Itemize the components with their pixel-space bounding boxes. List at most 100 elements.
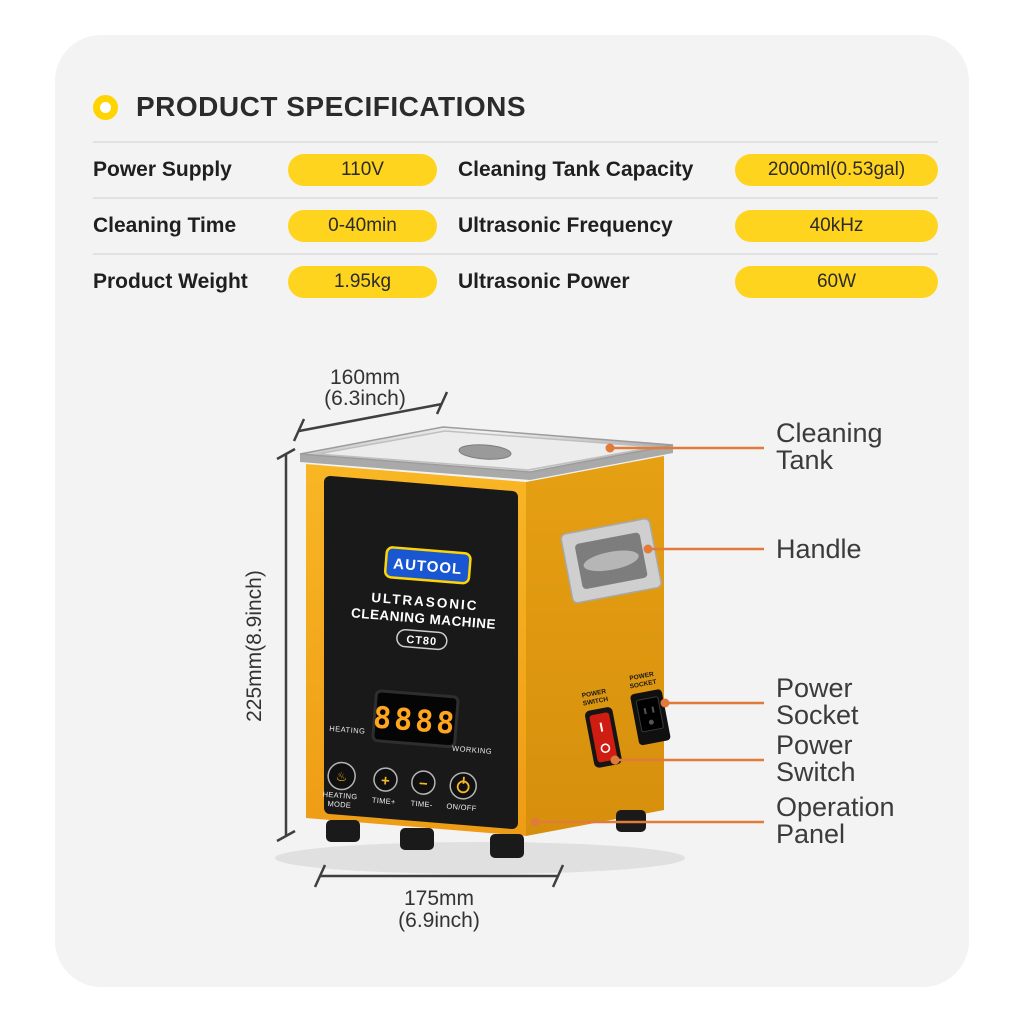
- knob-ring[interactable]: [411, 770, 436, 795]
- dimension-width-inch: (6.9inch): [398, 909, 480, 932]
- machine-shadow: [275, 842, 685, 874]
- callout-power-socket: Power Socket: [660, 673, 859, 730]
- power-icon-bar: [462, 776, 465, 784]
- handle[interactable]: [560, 518, 662, 604]
- switch-rocker[interactable]: [589, 712, 618, 763]
- socket-slot: [651, 706, 655, 713]
- page-title: PRODUCT SPECIFICATIONS: [136, 91, 527, 122]
- callout-operation-panel: Operation Panel: [530, 792, 895, 849]
- spec-label-power: Ultrasonic Power: [458, 270, 630, 293]
- spec-row: Product Weight 1.95kg Ultrasonic Power 6…: [93, 253, 938, 309]
- spec-label-cleaning-time: Cleaning Time: [93, 214, 237, 237]
- spec-value-frequency: 40kHz: [735, 210, 938, 242]
- socket-slot: [643, 707, 647, 715]
- knob-label: MODE: [327, 799, 351, 810]
- knob-ring[interactable]: [449, 772, 477, 800]
- dimension-height-value: 225mm(8.9inch): [243, 570, 266, 722]
- cleaning-tank-lid: [299, 426, 674, 480]
- knob-time-plus[interactable]: + TIME+: [372, 767, 399, 806]
- power-switch[interactable]: [584, 706, 622, 768]
- spec-label-tank-capacity: Cleaning Tank Capacity: [458, 158, 694, 181]
- indicator-heating: HEATING: [329, 724, 366, 736]
- machine-side-face: [526, 456, 664, 836]
- spec-row: Cleaning Time 0-40min Ultrasonic Frequen…: [93, 197, 938, 253]
- callout-power-socket-label2: Socket: [776, 700, 859, 730]
- dimension-tick: [435, 391, 449, 415]
- callout-cleaning-tank: Cleaning Tank: [605, 418, 883, 475]
- indicator-working: WORKING: [452, 744, 493, 756]
- knob-time-minus[interactable]: − TIME-: [410, 770, 436, 809]
- dimension-width: 175mm (6.9inch): [313, 864, 565, 932]
- model-text: CT80: [406, 634, 438, 648]
- foot: [400, 828, 434, 850]
- callout-operation-panel-label1: Operation: [776, 792, 895, 822]
- heating-mode-icon: ♨: [335, 769, 348, 785]
- callout-handle-label: Handle: [776, 534, 862, 564]
- side-switch-label1: POWER: [581, 688, 607, 700]
- model-pill: [396, 628, 448, 651]
- socket-well[interactable]: [635, 696, 664, 733]
- spec-label-frequency: Ultrasonic Frequency: [458, 214, 673, 237]
- callout-power-socket-label1: Power: [776, 673, 853, 703]
- callout-cleaning-tank-label1: Cleaning: [776, 418, 883, 448]
- dimension-height: 225mm(8.9inch): [243, 447, 296, 843]
- side-socket-label2: SOCKET: [629, 679, 657, 691]
- spec-value-cleaning-time: 0-40min: [288, 210, 437, 242]
- spec-value-weight: 1.95kg: [288, 266, 437, 298]
- dimension-tick: [313, 864, 327, 888]
- side-socket-label1: POWER: [629, 671, 655, 683]
- brand-badge: [383, 546, 472, 585]
- foot: [490, 834, 524, 858]
- dimension-depth: 160mm (6.3inch): [292, 366, 449, 442]
- switch-off-mark: [600, 743, 611, 754]
- handle-highlight: [583, 550, 639, 572]
- foot: [326, 820, 360, 842]
- callout-power-switch: Power Switch: [610, 730, 856, 787]
- callout-power-switch-label2: Switch: [776, 757, 856, 787]
- knob-on-off[interactable]: ON/OFF: [446, 772, 479, 813]
- callout-power-switch-label1: Power: [776, 730, 853, 760]
- lid-finger-hole: [458, 444, 512, 460]
- knob-ring[interactable]: [327, 761, 356, 791]
- dimension-tick: [292, 418, 306, 442]
- knob-heating-mode[interactable]: ♨ HEATING MODE: [322, 761, 361, 810]
- spec-value-power: 60W: [735, 266, 938, 298]
- callout-cleaning-tank-label2: Tank: [776, 445, 834, 475]
- dimension-depth-value: 160mm: [330, 366, 400, 389]
- spec-value-tank-capacity: 2000ml(0.53gal): [735, 154, 938, 186]
- dimension-line: [298, 402, 443, 433]
- plus-icon: +: [380, 772, 390, 790]
- side-switch-label2: SWITCH: [582, 696, 609, 708]
- spec-label-weight: Product Weight: [93, 270, 248, 293]
- knob-label: TIME-: [410, 799, 433, 810]
- socket-hole: [648, 719, 654, 725]
- power-area: POWER SWITCH POWER SOCKET: [581, 671, 671, 768]
- machine-illustration: AUTOOL ULTRASONIC CLEANING MACHINE CT80 …: [299, 426, 674, 858]
- knob-label: ON/OFF: [446, 802, 477, 813]
- spec-table: Power Supply 110V Cleaning Tank Capacity…: [93, 141, 938, 309]
- dimension-tick: [276, 829, 296, 843]
- callout-operation-panel-label2: Panel: [776, 819, 845, 849]
- dimension-width-value: 175mm: [404, 887, 474, 910]
- knob-ring[interactable]: [373, 767, 398, 792]
- spec-label-power-supply: Power Supply: [93, 158, 232, 181]
- tank-rim-lip: [300, 445, 673, 480]
- display-digits: 8888: [372, 700, 459, 742]
- brand-text: AUTOOL: [393, 556, 463, 578]
- spec-value-power-supply: 110V: [288, 154, 437, 186]
- power-socket[interactable]: [630, 689, 671, 746]
- digital-display: [371, 689, 460, 749]
- knob-label: TIME+: [372, 796, 397, 807]
- spec-row: Power Supply 110V Cleaning Tank Capacity…: [93, 143, 938, 197]
- header: PRODUCT SPECIFICATIONS: [55, 35, 969, 141]
- switch-on-mark: [599, 722, 604, 732]
- bullet-icon: [93, 94, 118, 120]
- dimension-depth-inch: (6.3inch): [324, 387, 406, 410]
- dimension-tick: [276, 447, 296, 461]
- dimension-tick: [551, 864, 565, 888]
- control-panel: AUTOOL ULTRASONIC CLEANING MACHINE CT80 …: [322, 476, 518, 829]
- callout-handle: Handle: [643, 534, 862, 564]
- knob-label: HEATING: [322, 790, 358, 802]
